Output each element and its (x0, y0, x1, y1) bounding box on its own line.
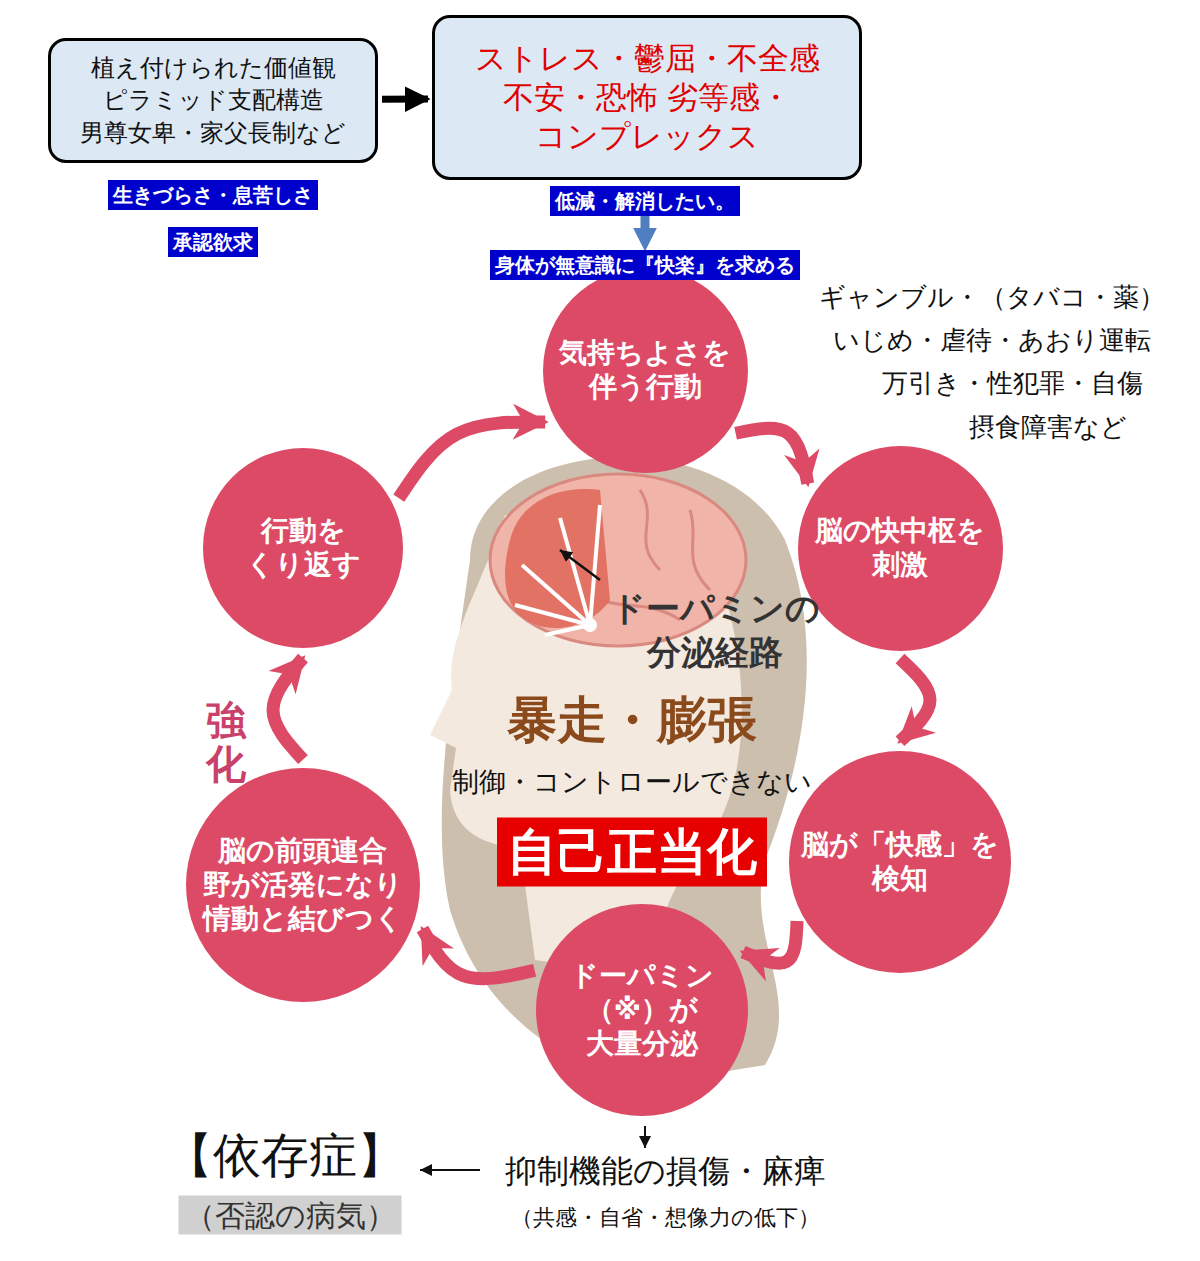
cycle-circle: 脳の前頭連合 野が活発になり 情動と結びつく (186, 768, 421, 1003)
disease-note: （否認の病気） (179, 1196, 402, 1235)
cycle-circle: ドーパミン （※）が 大量分泌 (536, 904, 749, 1117)
flow-down-arrow (641, 214, 650, 242)
note-text: 制御・コントロールできない (452, 764, 812, 799)
cycle-circle: 気持ちよさを 伴う行動 (543, 268, 748, 473)
cause-box: 植え付けられた価値観 ピラミッド支配構造 男尊女卑・家父長制など (48, 38, 378, 163)
cycle-arrow (900, 659, 930, 742)
example-text: いじめ・虐待・あおり運転 (833, 324, 1151, 358)
reinforce-label: 強化 (206, 698, 246, 786)
cycle-arrow (422, 929, 534, 979)
node-text: 脳の快中枢を 刺激 (813, 514, 988, 582)
cycle-circle: 脳が「快感」を 検知 (789, 751, 1010, 972)
cycle-circle: 行動を くり返す (203, 448, 403, 648)
note-tag: 承認欲求 (168, 227, 258, 257)
cycle-arrow (399, 422, 545, 498)
node-text: 脳の前頭連合 野が活発になり 情動と結びつく (203, 834, 403, 936)
node-text: 植え付けられた価値観 ピラミッド支配構造 男尊女卑・家父長制など (63, 52, 363, 149)
result-text: 抑制機能の損傷・麻痺 (505, 1151, 826, 1193)
result-left-arrow (420, 1169, 480, 1171)
emotion-box: ストレス・鬱屈・不全感 不安・恐怖 劣等感・コンプレックス (432, 15, 862, 180)
note-tag: 身体が無意識に『快楽』を求める (490, 250, 800, 280)
cycle-circle: 脳の快中枢を 刺激 (798, 446, 1003, 651)
justification-label: 自己正当化 (497, 818, 767, 887)
runaway-label: 暴走・膨張 (507, 688, 757, 753)
cycle-arrow (736, 428, 808, 483)
cycle-arrow (273, 658, 303, 760)
disease-label: 【依存症】 (165, 1124, 405, 1186)
result-down-arrow (644, 1126, 646, 1148)
node-text: 脳が「快感」を 検知 (800, 828, 1000, 896)
node-text: ドーパミン （※）が 大量分泌 (554, 959, 729, 1061)
cycle-arrow (743, 921, 797, 963)
note-tag: 低減・解消したい。 (550, 186, 740, 216)
example-text: 万引き・性犯罪・自傷 (882, 367, 1143, 401)
example-text: ギャンブル・（タバコ・薬） (819, 281, 1165, 315)
leader-line (560, 550, 600, 580)
example-text: 摂食障害など (969, 411, 1127, 445)
note-tag: 生きづらさ・息苦しさ (108, 180, 318, 210)
node-text: ストレス・鬱屈・不全感 不安・恐怖 劣等感・コンプレックス (457, 39, 837, 155)
flow-arrow (382, 96, 428, 103)
dopamine-arrows (515, 505, 600, 635)
node-text: 行動を くり返す (238, 514, 368, 582)
node-text: 気持ちよさを 伴う行動 (558, 336, 733, 404)
dopamine-origin (583, 618, 597, 632)
pathway-label: ドーパミンの 分泌経路 (595, 586, 835, 674)
result-note: （共感・自省・想像力の低下） (511, 1204, 820, 1233)
